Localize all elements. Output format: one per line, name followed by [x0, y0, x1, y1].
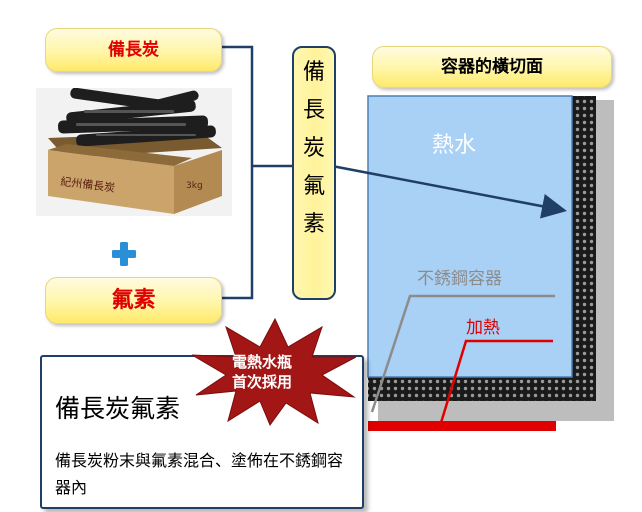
steel-container-label: 不銹鋼容器	[417, 269, 502, 289]
info-description: 備長炭粉末與氟素混合、塗佈在不銹鋼容器內	[55, 451, 344, 497]
first-adoption-badge-text: 電熱水瓶 首次採用	[231, 353, 292, 391]
heating-label: 加熱	[466, 318, 500, 338]
heater-bar	[368, 421, 556, 431]
plus-icon	[112, 242, 136, 266]
water-area	[367, 95, 573, 378]
box-weight-text: 3kg	[186, 181, 203, 191]
bincho-fluorine-vertical-box: 備 長 炭 氟 素	[292, 46, 336, 300]
arrow-icon	[331, 164, 567, 219]
cross-section-title: 容器的橫切面	[372, 46, 612, 88]
heater-leader-line	[438, 339, 553, 427]
star-burst-icon	[191, 317, 357, 427]
steel-leader-line	[370, 294, 555, 413]
fluorine-label: 氟素	[45, 277, 222, 324]
charcoal-box-photo: 紀州備長炭 3kg	[36, 88, 232, 216]
bracket-connector	[220, 45, 292, 300]
bincho-label: 備長炭	[45, 28, 222, 72]
info-title: 備長炭氟素	[55, 394, 181, 423]
hot-water-label: 熱水	[432, 133, 477, 158]
vertical-box-text: 備 長 炭 氟 素	[302, 60, 325, 237]
